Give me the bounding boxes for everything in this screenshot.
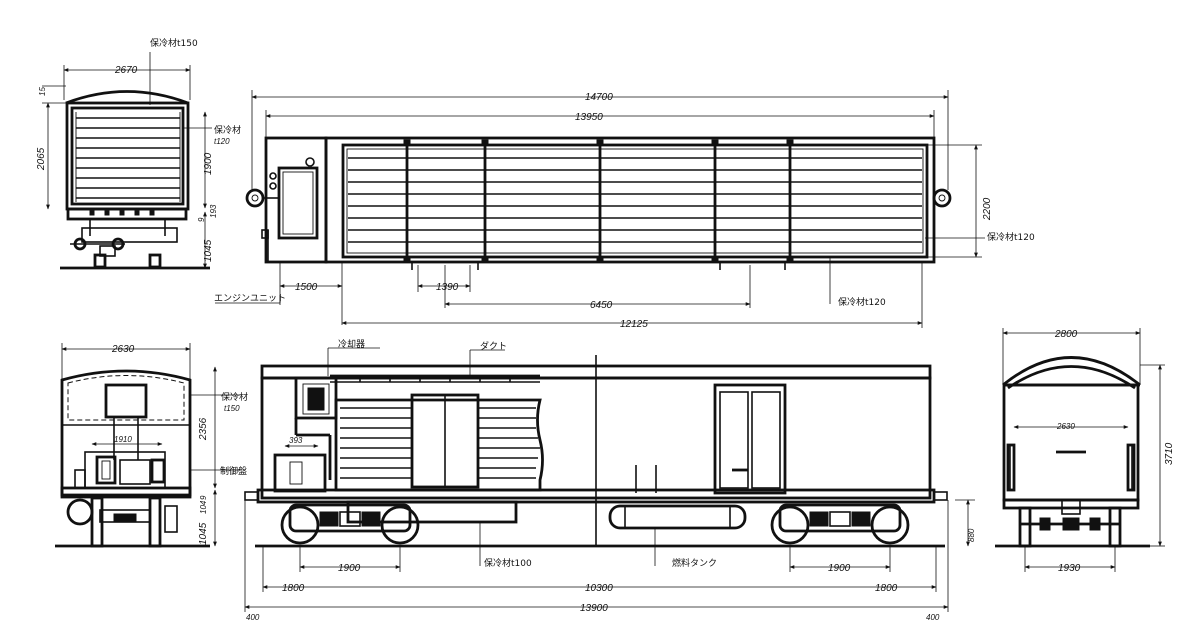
end-view-bottom: 2630 1910 2356 9 104 1045 保冷材 bbox=[55, 343, 248, 548]
side-overhang-l: 400 bbox=[246, 613, 260, 622]
end-top-15: 15 bbox=[38, 87, 47, 96]
right-width-top: 2800 bbox=[1054, 329, 1078, 340]
end-bot-width: 2630 bbox=[111, 344, 135, 355]
end-top-193: 193 bbox=[209, 204, 218, 218]
plan-floor-ins: 保冷材t120 bbox=[838, 296, 886, 308]
side-overall: 13900 bbox=[580, 603, 608, 614]
side-center: 10300 bbox=[585, 583, 613, 594]
end-bot-2356: 2356 bbox=[198, 417, 209, 441]
right-track: 1930 bbox=[1058, 563, 1081, 574]
right-width-inner: 2630 bbox=[1056, 422, 1075, 431]
plan-body: 13950 bbox=[575, 112, 603, 123]
plan-view: 14700 13950 bbox=[214, 90, 1035, 330]
end-top-width: 2670 bbox=[114, 65, 138, 76]
side-overhang-r: 400 bbox=[926, 613, 940, 622]
plan-overall: 14700 bbox=[585, 92, 613, 103]
side-fuel-tank: 燃料タンク bbox=[672, 557, 717, 569]
right-height: 3710 bbox=[1164, 442, 1175, 465]
end-bot-insulation: 保冷材 bbox=[221, 391, 248, 403]
end-bot-104: 104 bbox=[199, 500, 208, 514]
end-top-under-h: 1045 bbox=[203, 239, 214, 262]
plan-6450: 6450 bbox=[590, 300, 613, 311]
plan-ins-right: 保冷材t120 bbox=[987, 231, 1035, 243]
end-top-side-ins: 保冷材 bbox=[214, 124, 241, 136]
end-top-insulation: 保冷材t150 bbox=[150, 37, 198, 49]
plan-height: 2200 bbox=[982, 197, 993, 221]
side-bogie-1: 1900 bbox=[338, 563, 361, 574]
side-1800b: 1800 bbox=[875, 583, 898, 594]
side-1800a: 1800 bbox=[282, 583, 305, 594]
end-view-right: 2800 2630 3710 1930 bbox=[995, 328, 1175, 574]
end-bot-ins-t: t150 bbox=[224, 404, 240, 413]
plan-1390: 1390 bbox=[436, 282, 459, 293]
plan-engine-len: 1500 bbox=[295, 282, 318, 293]
end-top-height: 2065 bbox=[36, 147, 47, 171]
side-393: 393 bbox=[289, 436, 303, 445]
end-top-side-t: t120 bbox=[214, 137, 230, 146]
end-bot-under: 1045 bbox=[198, 522, 209, 545]
end-top-9: 9 bbox=[197, 217, 206, 222]
end-bot-control: 制御盤 bbox=[220, 465, 247, 477]
plan-inner: 12125 bbox=[620, 319, 648, 330]
end-view-top: 2670 保冷材t150 15 2065 1900 保冷材 t120 9 193… bbox=[36, 37, 241, 270]
bogie-left bbox=[280, 503, 420, 545]
side-duct: ダクト bbox=[480, 340, 507, 352]
side-cooler: 冷却器 bbox=[338, 338, 365, 350]
plan-engine-unit: エンジンユニット bbox=[214, 294, 286, 304]
bogie-right bbox=[770, 503, 910, 545]
side-view: 393 冷却器 bbox=[244, 338, 976, 622]
end-top-door-h: 1900 bbox=[203, 152, 214, 175]
side-bogie-2: 1900 bbox=[828, 563, 851, 574]
side-rail-h: 880 bbox=[967, 528, 976, 542]
end-bot-1910: 1910 bbox=[114, 435, 132, 444]
side-floor-ins: 保冷材t100 bbox=[484, 557, 532, 569]
end-bot-9: 9 bbox=[199, 495, 208, 500]
